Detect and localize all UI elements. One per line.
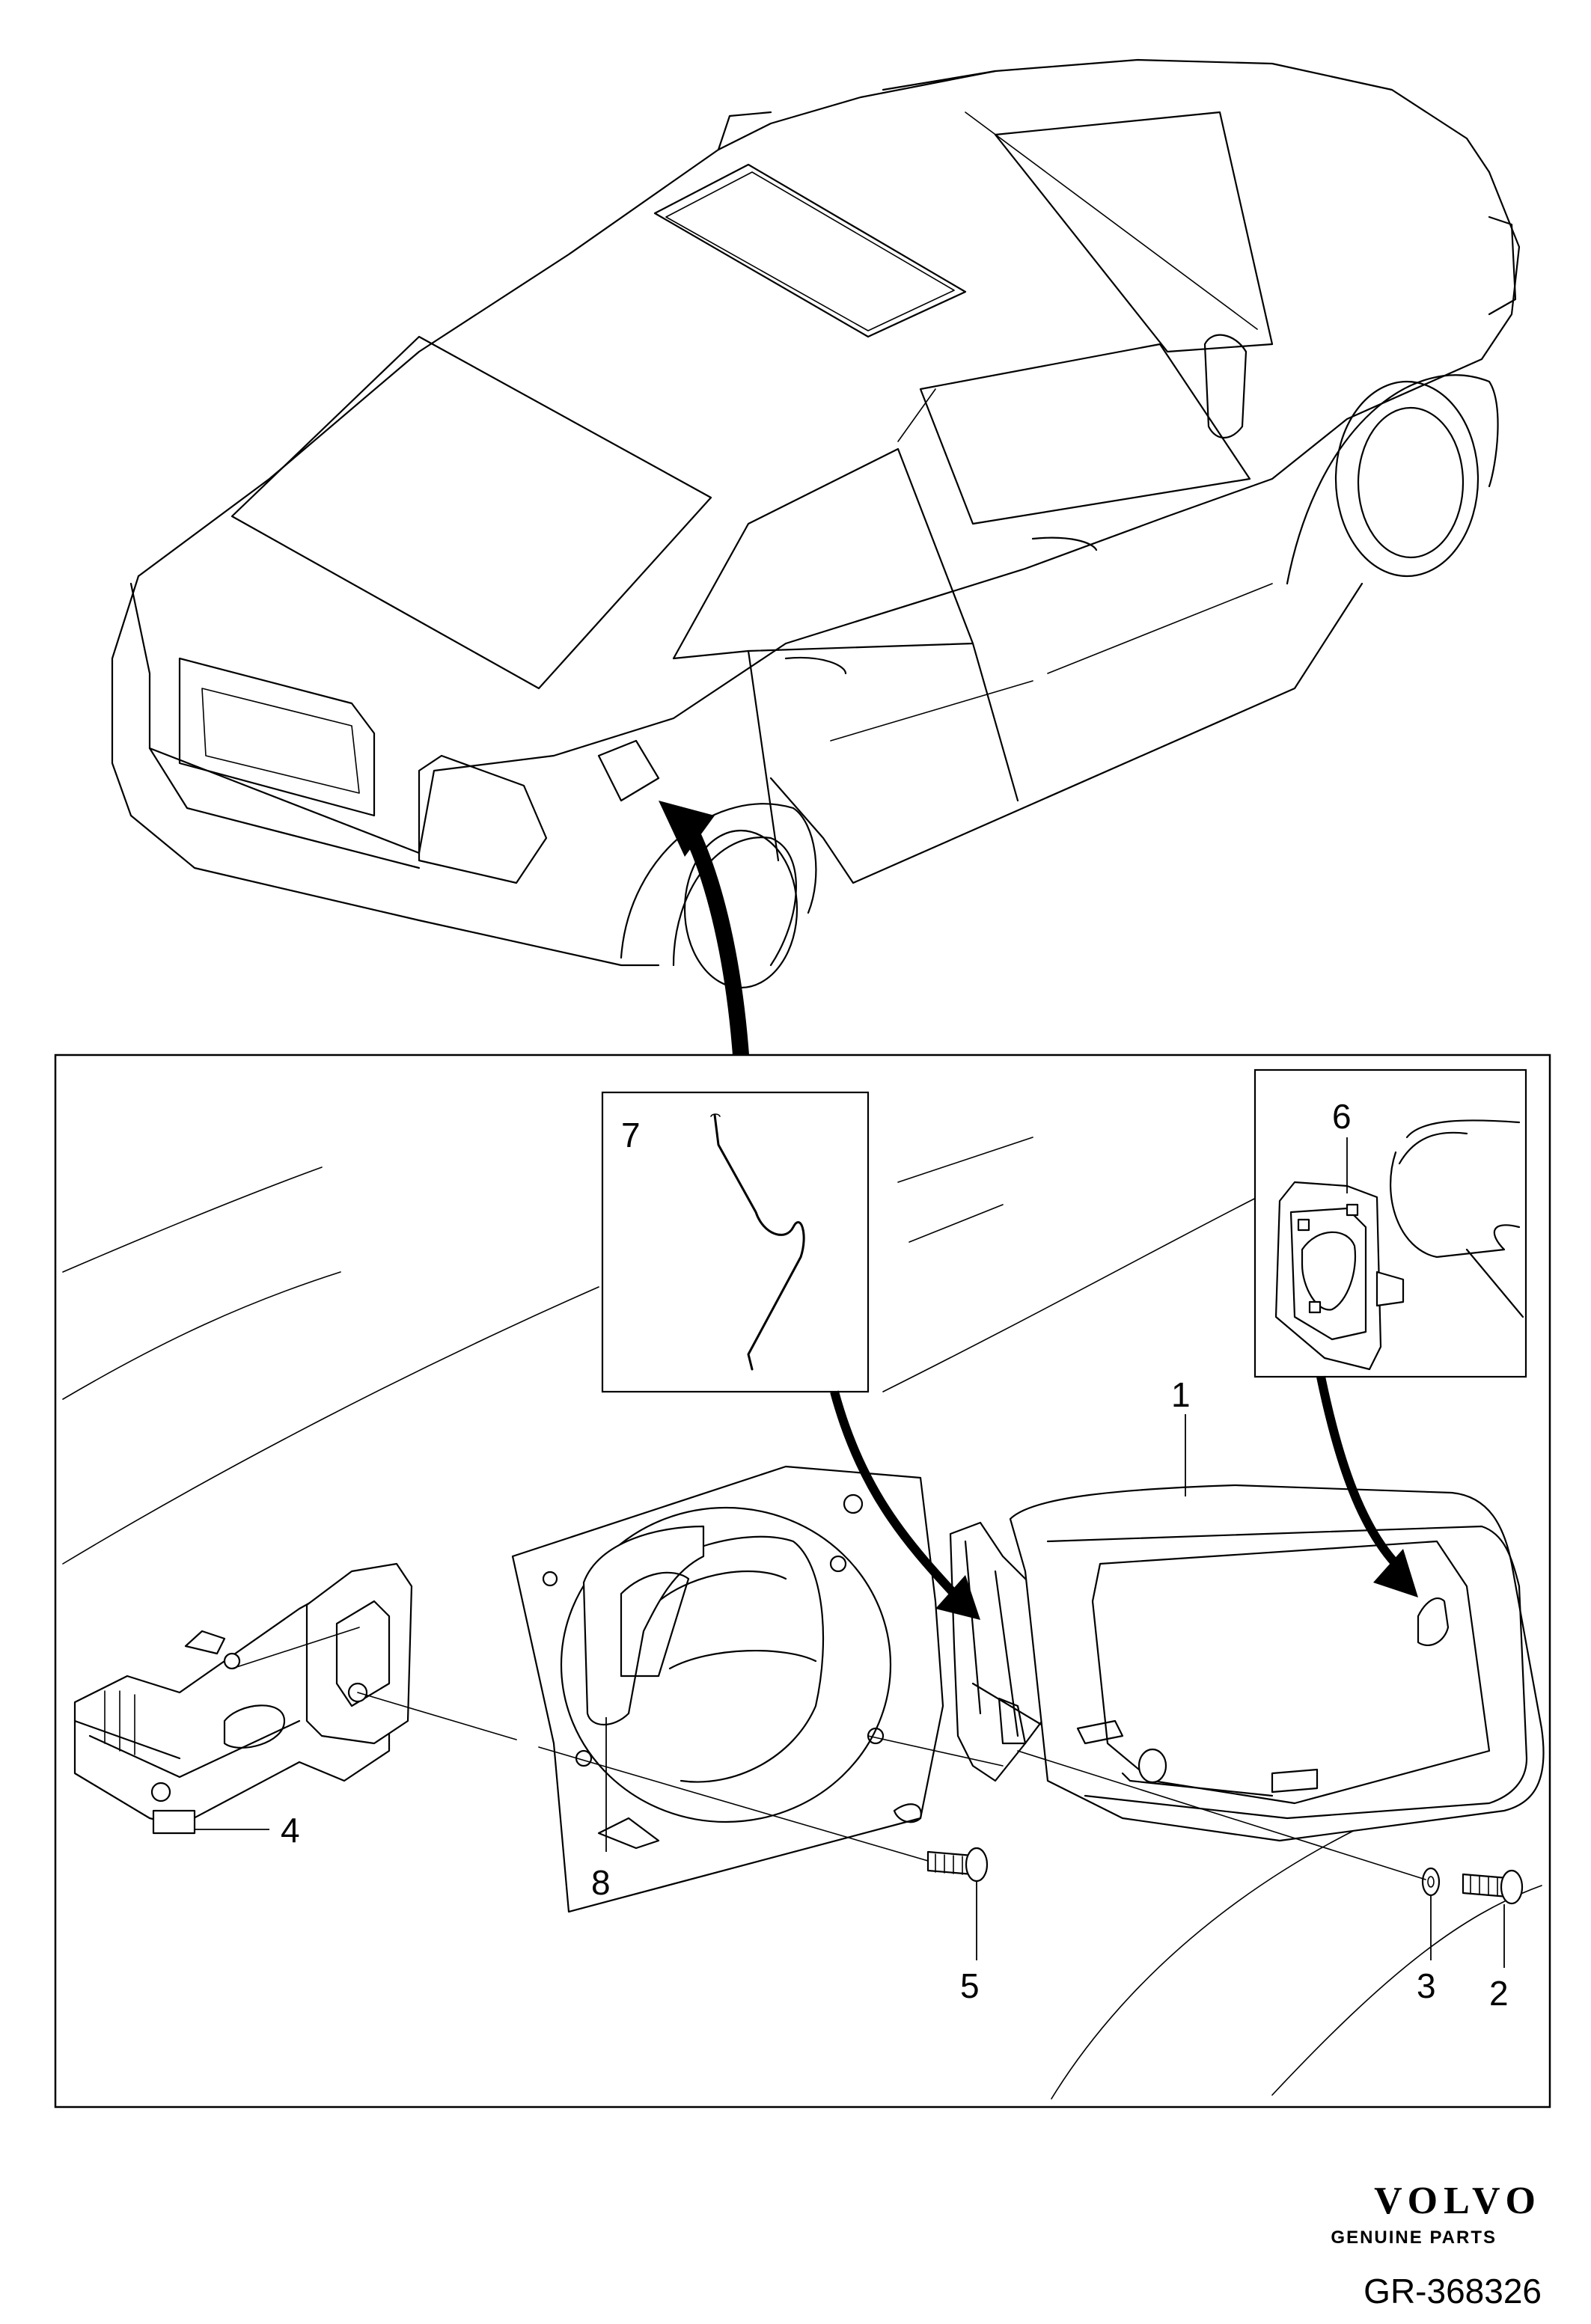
reference-number: GR-368326 [1364, 2272, 1542, 2311]
logo-text: VOLVO [1374, 2180, 1542, 2222]
assembly-leader-lines [231, 1627, 1426, 1880]
callout-2: 2 [1489, 1974, 1509, 2013]
volvo-logo: VOLVO GENUINE PARTS [1331, 2180, 1542, 2248]
body-contour-lines [62, 1137, 1542, 2100]
screw-part-2 [1462, 1869, 1524, 1905]
washer-part-3 [1421, 1867, 1441, 1897]
fuel-door-actuator [73, 1562, 413, 1835]
callout-7: 7 [621, 1116, 641, 1155]
callout-6: 6 [1332, 1097, 1352, 1136]
callout-1: 1 [1171, 1375, 1191, 1414]
inset-arrow-7 [830, 1390, 980, 1620]
callouts: 1 2 3 4 5 6 7 8 [281, 1097, 1509, 2013]
screw-part-5 [926, 1847, 989, 1883]
fuel-door [949, 1484, 1545, 1842]
inset-arrow-6 [1316, 1375, 1418, 1597]
callout-5: 5 [960, 1966, 980, 2005]
callout-3: 3 [1417, 1966, 1436, 2005]
detail-frame [54, 1054, 1551, 2109]
callout-leaders [195, 1137, 1505, 1968]
car-illustration [111, 58, 1521, 989]
logo-subtext: GENUINE PARTS [1331, 2227, 1497, 2248]
inset-box-7 [601, 1091, 870, 1393]
inset-box-6 [1253, 1068, 1527, 1378]
callout-4: 4 [281, 1811, 300, 1850]
callout-8: 8 [591, 1863, 611, 1902]
overview-arrow [659, 801, 749, 1056]
fuel-filler-housing [511, 1465, 944, 1913]
